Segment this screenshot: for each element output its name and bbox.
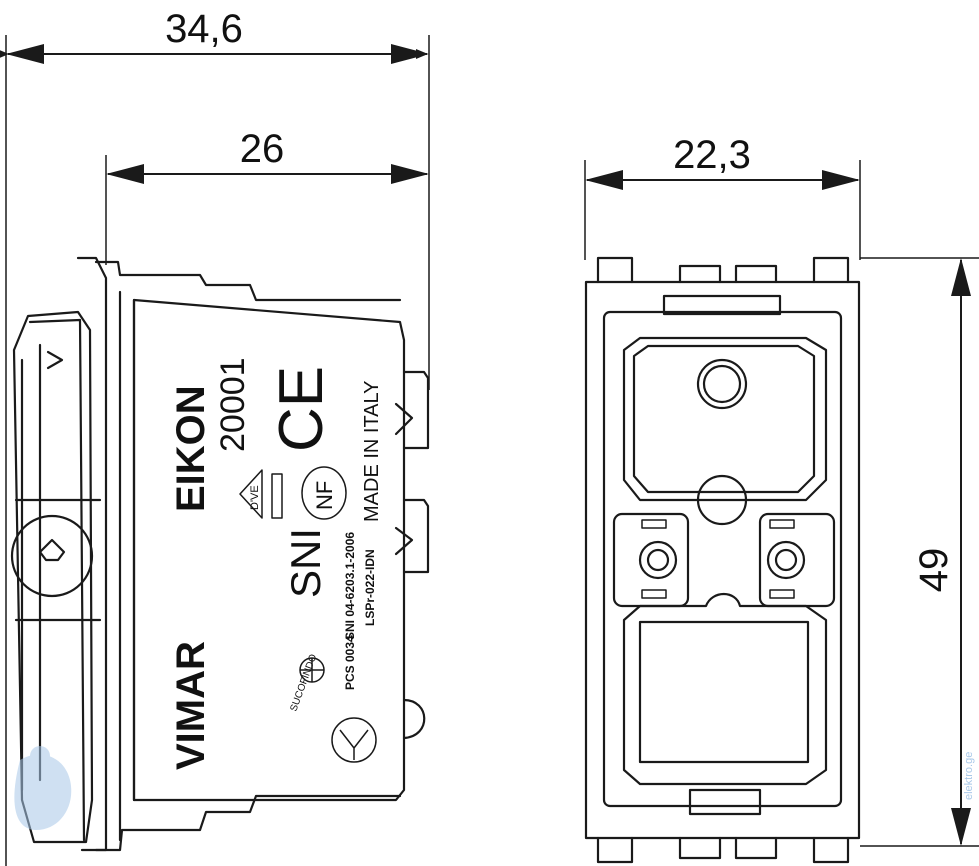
svg-text:D'VE: D'VE [249, 485, 261, 510]
watermark-logo [14, 746, 72, 830]
sni-logo: SNI [282, 528, 329, 598]
series-text: EIKON [169, 385, 213, 512]
dve-logo: D'VE [239, 469, 283, 519]
sni-code-text: LSPr-022-IDN [363, 549, 377, 626]
certification-symbol-icon [331, 717, 377, 763]
dim-overall-depth-label: 34,6 [165, 7, 243, 51]
made-in-italy-text: MADE IN ITALY [361, 380, 383, 522]
dimension-height: 49 [860, 257, 979, 847]
dimension-body-depth: 26 [105, 127, 429, 265]
nf-logo: NF [301, 466, 347, 520]
pcs-text: PCS 0034 [343, 635, 357, 690]
dimension-width: 22,3 [584, 133, 861, 260]
brand-text: VIMAR [169, 641, 213, 770]
dimension-overall-depth: 34,6 [0, 7, 430, 866]
svg-text:NF: NF [312, 481, 337, 510]
article-text: 20001 [214, 357, 252, 452]
sni-standard-text: SNI 04-6203.1-2006 [343, 532, 357, 640]
ce-mark: CE [267, 366, 336, 452]
watermark-text: elektro.ge [963, 752, 975, 800]
side-view: VIMAR EIKON 20001 CE MADE IN ITALY SNI 0… [10, 256, 430, 852]
front-view [584, 256, 861, 864]
dim-height-label: 49 [912, 548, 956, 593]
sucofindo-logo: SUCOFINDO [288, 653, 325, 713]
dim-body-depth-label: 26 [240, 127, 285, 171]
dim-width-label: 22,3 [673, 133, 751, 177]
